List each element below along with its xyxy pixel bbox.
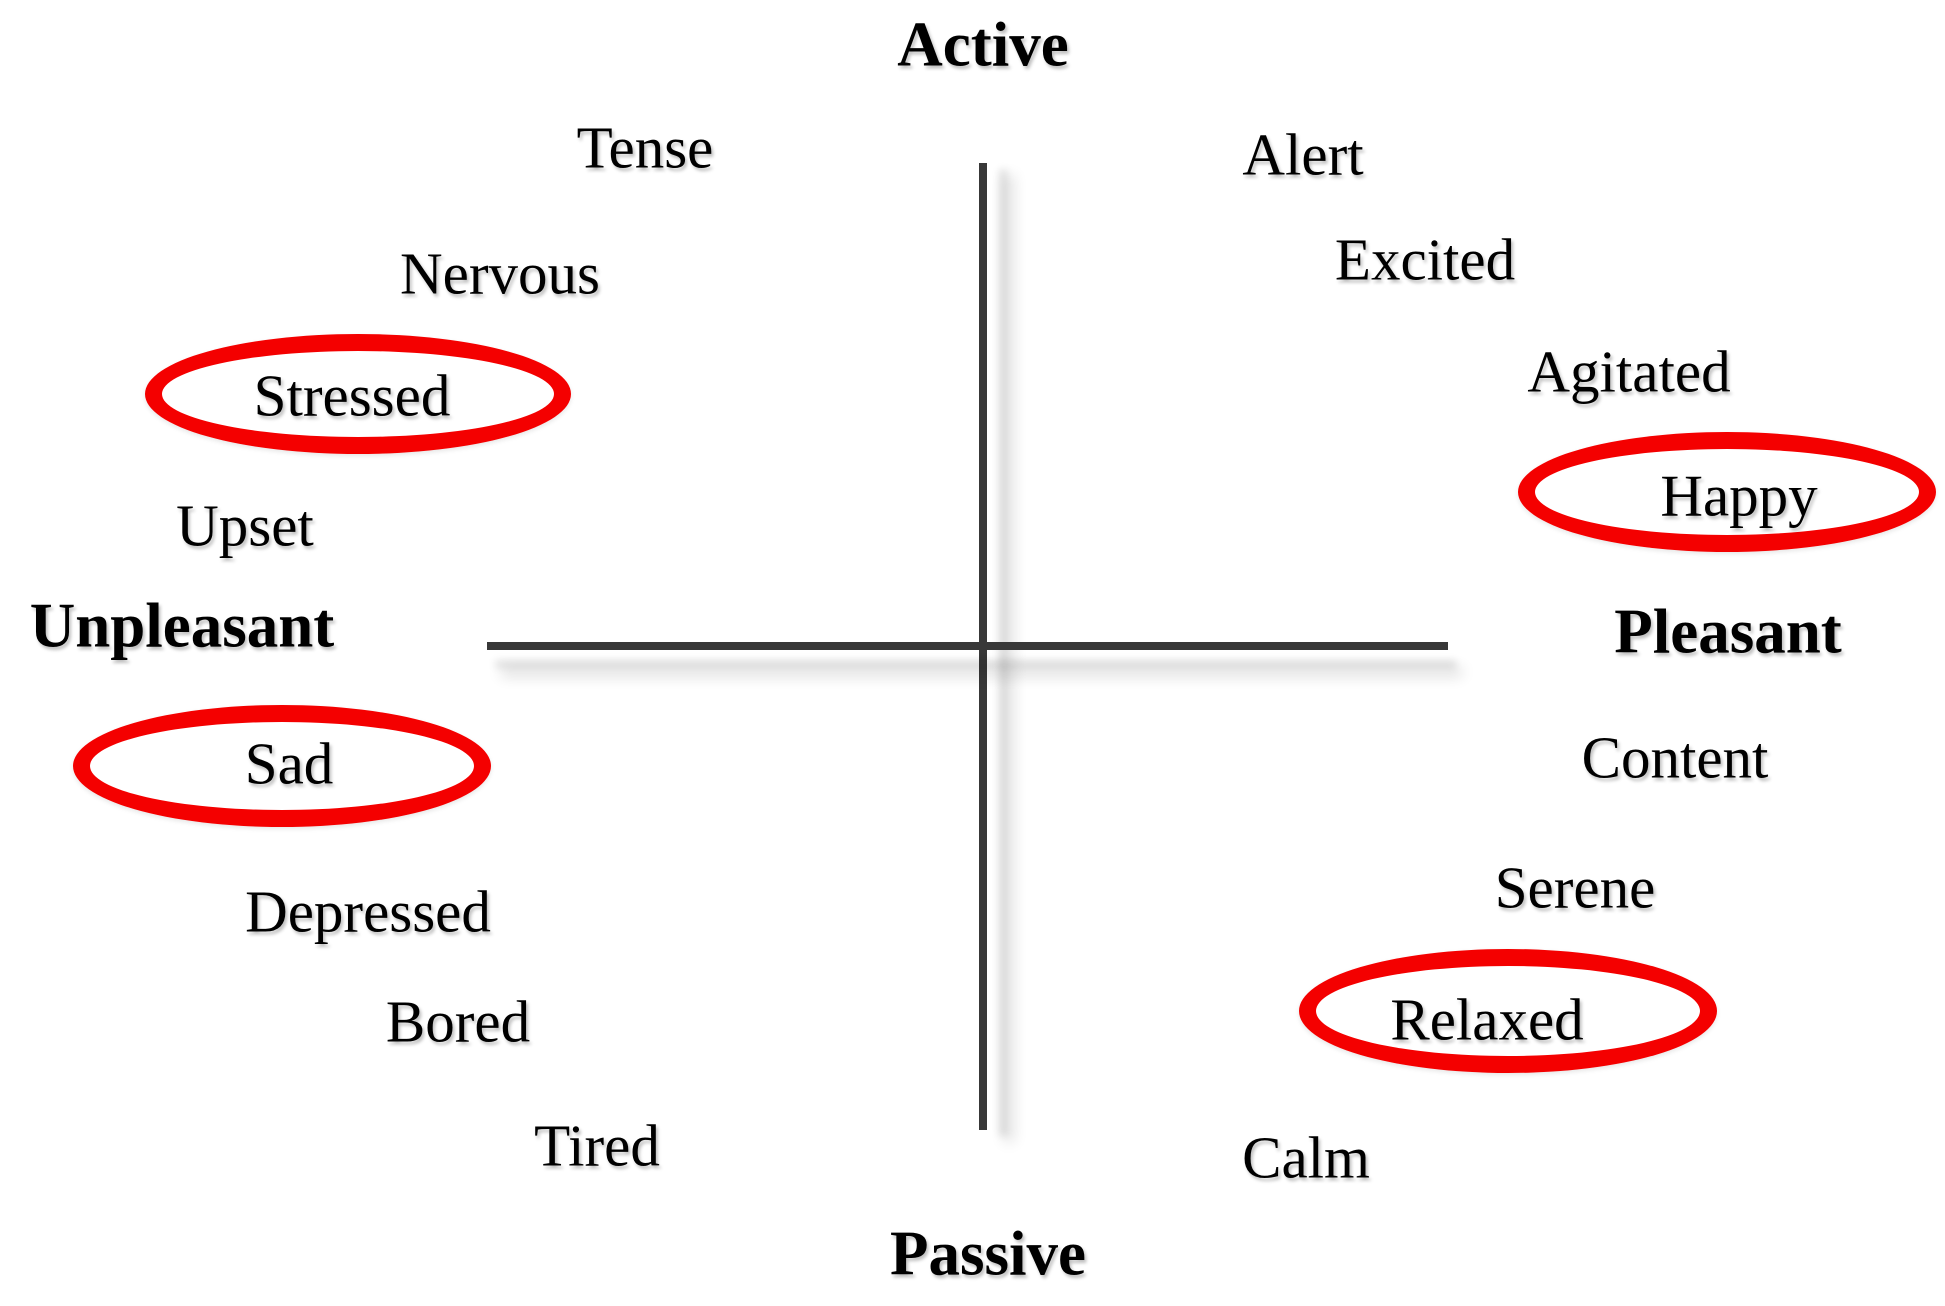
emotion-label-tense: Tense [576,114,714,181]
x-axis-line [487,642,1448,650]
axis-label-active: Active [897,9,1069,80]
emotion-label-stressed: Stressed [253,362,451,429]
emotion-label-alert: Alert [1242,121,1364,188]
emotion-label-tired: Tired [534,1112,660,1179]
emotion-label-depressed: Depressed [245,878,491,945]
emotion-label-relaxed: Relaxed [1390,986,1584,1053]
emotion-label-calm: Calm [1242,1124,1370,1191]
axis-label-unpleasant: Unpleasant [29,590,335,661]
emotion-label-serene: Serene [1494,854,1656,921]
emotion-label-happy: Happy [1660,462,1818,529]
emotion-label-sad: Sad [244,730,334,797]
emotion-label-upset: Upset [176,492,314,559]
emotion-label-excited: Excited [1334,226,1516,293]
emotion-label-agitated: Agitated [1527,338,1731,405]
emotion-label-bored: Bored [385,988,531,1055]
axis-label-pleasant: Pleasant [1614,596,1842,667]
emotion-label-nervous: Nervous [400,240,600,307]
emotion-label-content: Content [1581,724,1769,791]
axis-label-passive: Passive [890,1218,1086,1289]
